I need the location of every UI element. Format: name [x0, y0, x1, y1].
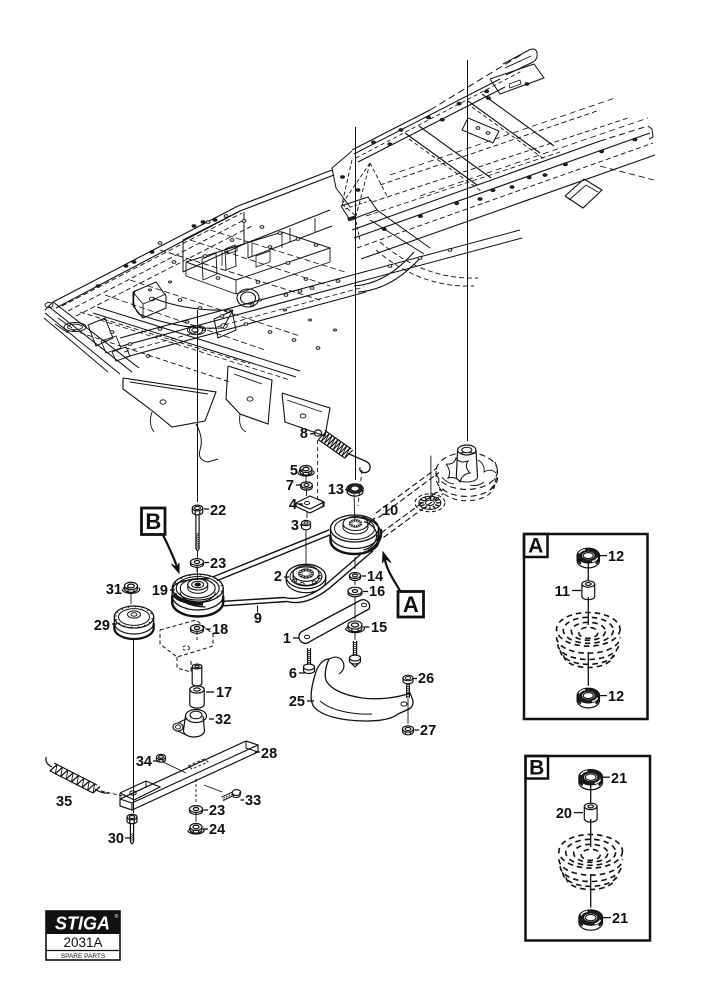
- svg-text:B: B: [145, 509, 161, 534]
- svg-text:23: 23: [210, 556, 226, 572]
- svg-text:22: 22: [210, 503, 226, 519]
- svg-text:24: 24: [209, 822, 225, 838]
- svg-text:23: 23: [209, 803, 225, 819]
- svg-text:35: 35: [56, 794, 72, 810]
- svg-text:20: 20: [556, 806, 572, 822]
- svg-text:3: 3: [291, 518, 299, 534]
- svg-text:2031A: 2031A: [63, 935, 102, 950]
- svg-text:8: 8: [300, 426, 308, 442]
- svg-text:SPARE PARTS: SPARE PARTS: [61, 953, 106, 960]
- svg-text:A: A: [528, 535, 543, 558]
- svg-text:16: 16: [369, 584, 385, 600]
- svg-text:13: 13: [328, 482, 344, 498]
- svg-text:19: 19: [152, 583, 168, 599]
- svg-text:2: 2: [274, 569, 282, 585]
- svg-text:21: 21: [612, 911, 628, 927]
- svg-text:26: 26: [418, 671, 434, 687]
- svg-text:12: 12: [608, 549, 624, 565]
- svg-text:29: 29: [94, 618, 110, 634]
- svg-text:15: 15: [371, 620, 387, 636]
- svg-text:12: 12: [608, 689, 624, 705]
- svg-text:6: 6: [289, 666, 297, 682]
- svg-text:14: 14: [367, 569, 383, 585]
- svg-text:11: 11: [555, 584, 570, 600]
- svg-text:9: 9: [254, 611, 262, 627]
- svg-text:A: A: [403, 592, 419, 617]
- svg-text:34: 34: [136, 754, 152, 770]
- svg-text:17: 17: [216, 685, 232, 701]
- svg-text:B: B: [529, 757, 544, 780]
- svg-text:5: 5: [290, 463, 298, 479]
- svg-text:25: 25: [289, 694, 305, 710]
- svg-text:33: 33: [245, 793, 261, 809]
- svg-text:STIGA: STIGA: [55, 914, 110, 934]
- svg-text:27: 27: [420, 723, 436, 739]
- svg-text:18: 18: [212, 622, 228, 638]
- svg-text:4: 4: [289, 497, 297, 513]
- svg-text:1: 1: [283, 631, 291, 647]
- svg-text:30: 30: [108, 831, 124, 847]
- svg-text:7: 7: [286, 478, 294, 494]
- svg-text:31: 31: [106, 582, 122, 598]
- svg-text:28: 28: [261, 746, 277, 762]
- svg-text:21: 21: [611, 771, 627, 787]
- svg-text:32: 32: [215, 712, 231, 728]
- svg-text:10: 10: [382, 503, 398, 519]
- svg-text:®: ®: [115, 913, 119, 920]
